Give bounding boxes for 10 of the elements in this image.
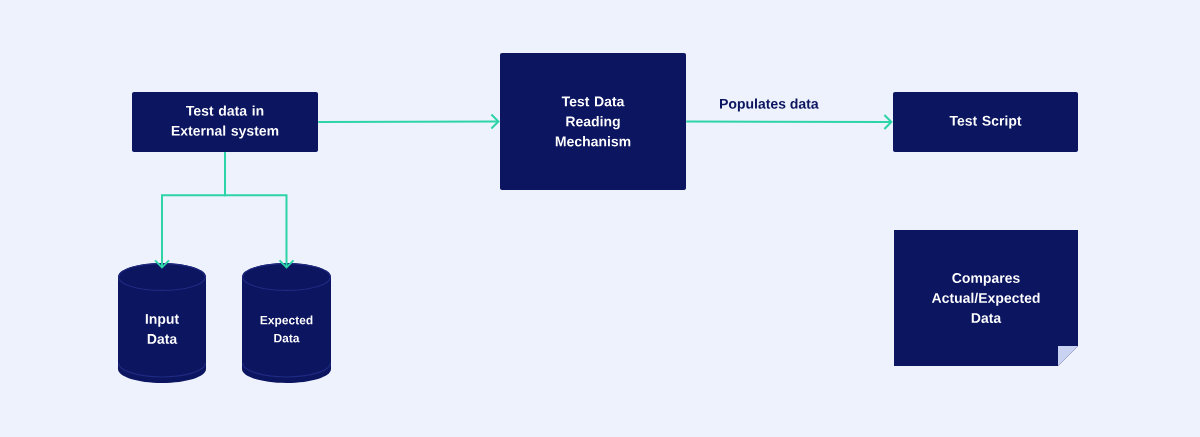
process-box: Test Data Reading Mechanism bbox=[500, 53, 686, 190]
arrow bbox=[224, 151, 295, 269]
database-cylinder: Input Data bbox=[118, 263, 206, 383]
process-box: Test Script bbox=[893, 92, 1078, 152]
edge-label: Populates data bbox=[717, 96, 821, 114]
arrow bbox=[685, 114, 893, 130]
process-box: Test data in External system bbox=[132, 92, 318, 152]
note-box: Compares Actual/Expected Data bbox=[894, 230, 1078, 366]
arrow bbox=[317, 113, 500, 130]
database-cylinder: Expected Data bbox=[242, 263, 331, 383]
